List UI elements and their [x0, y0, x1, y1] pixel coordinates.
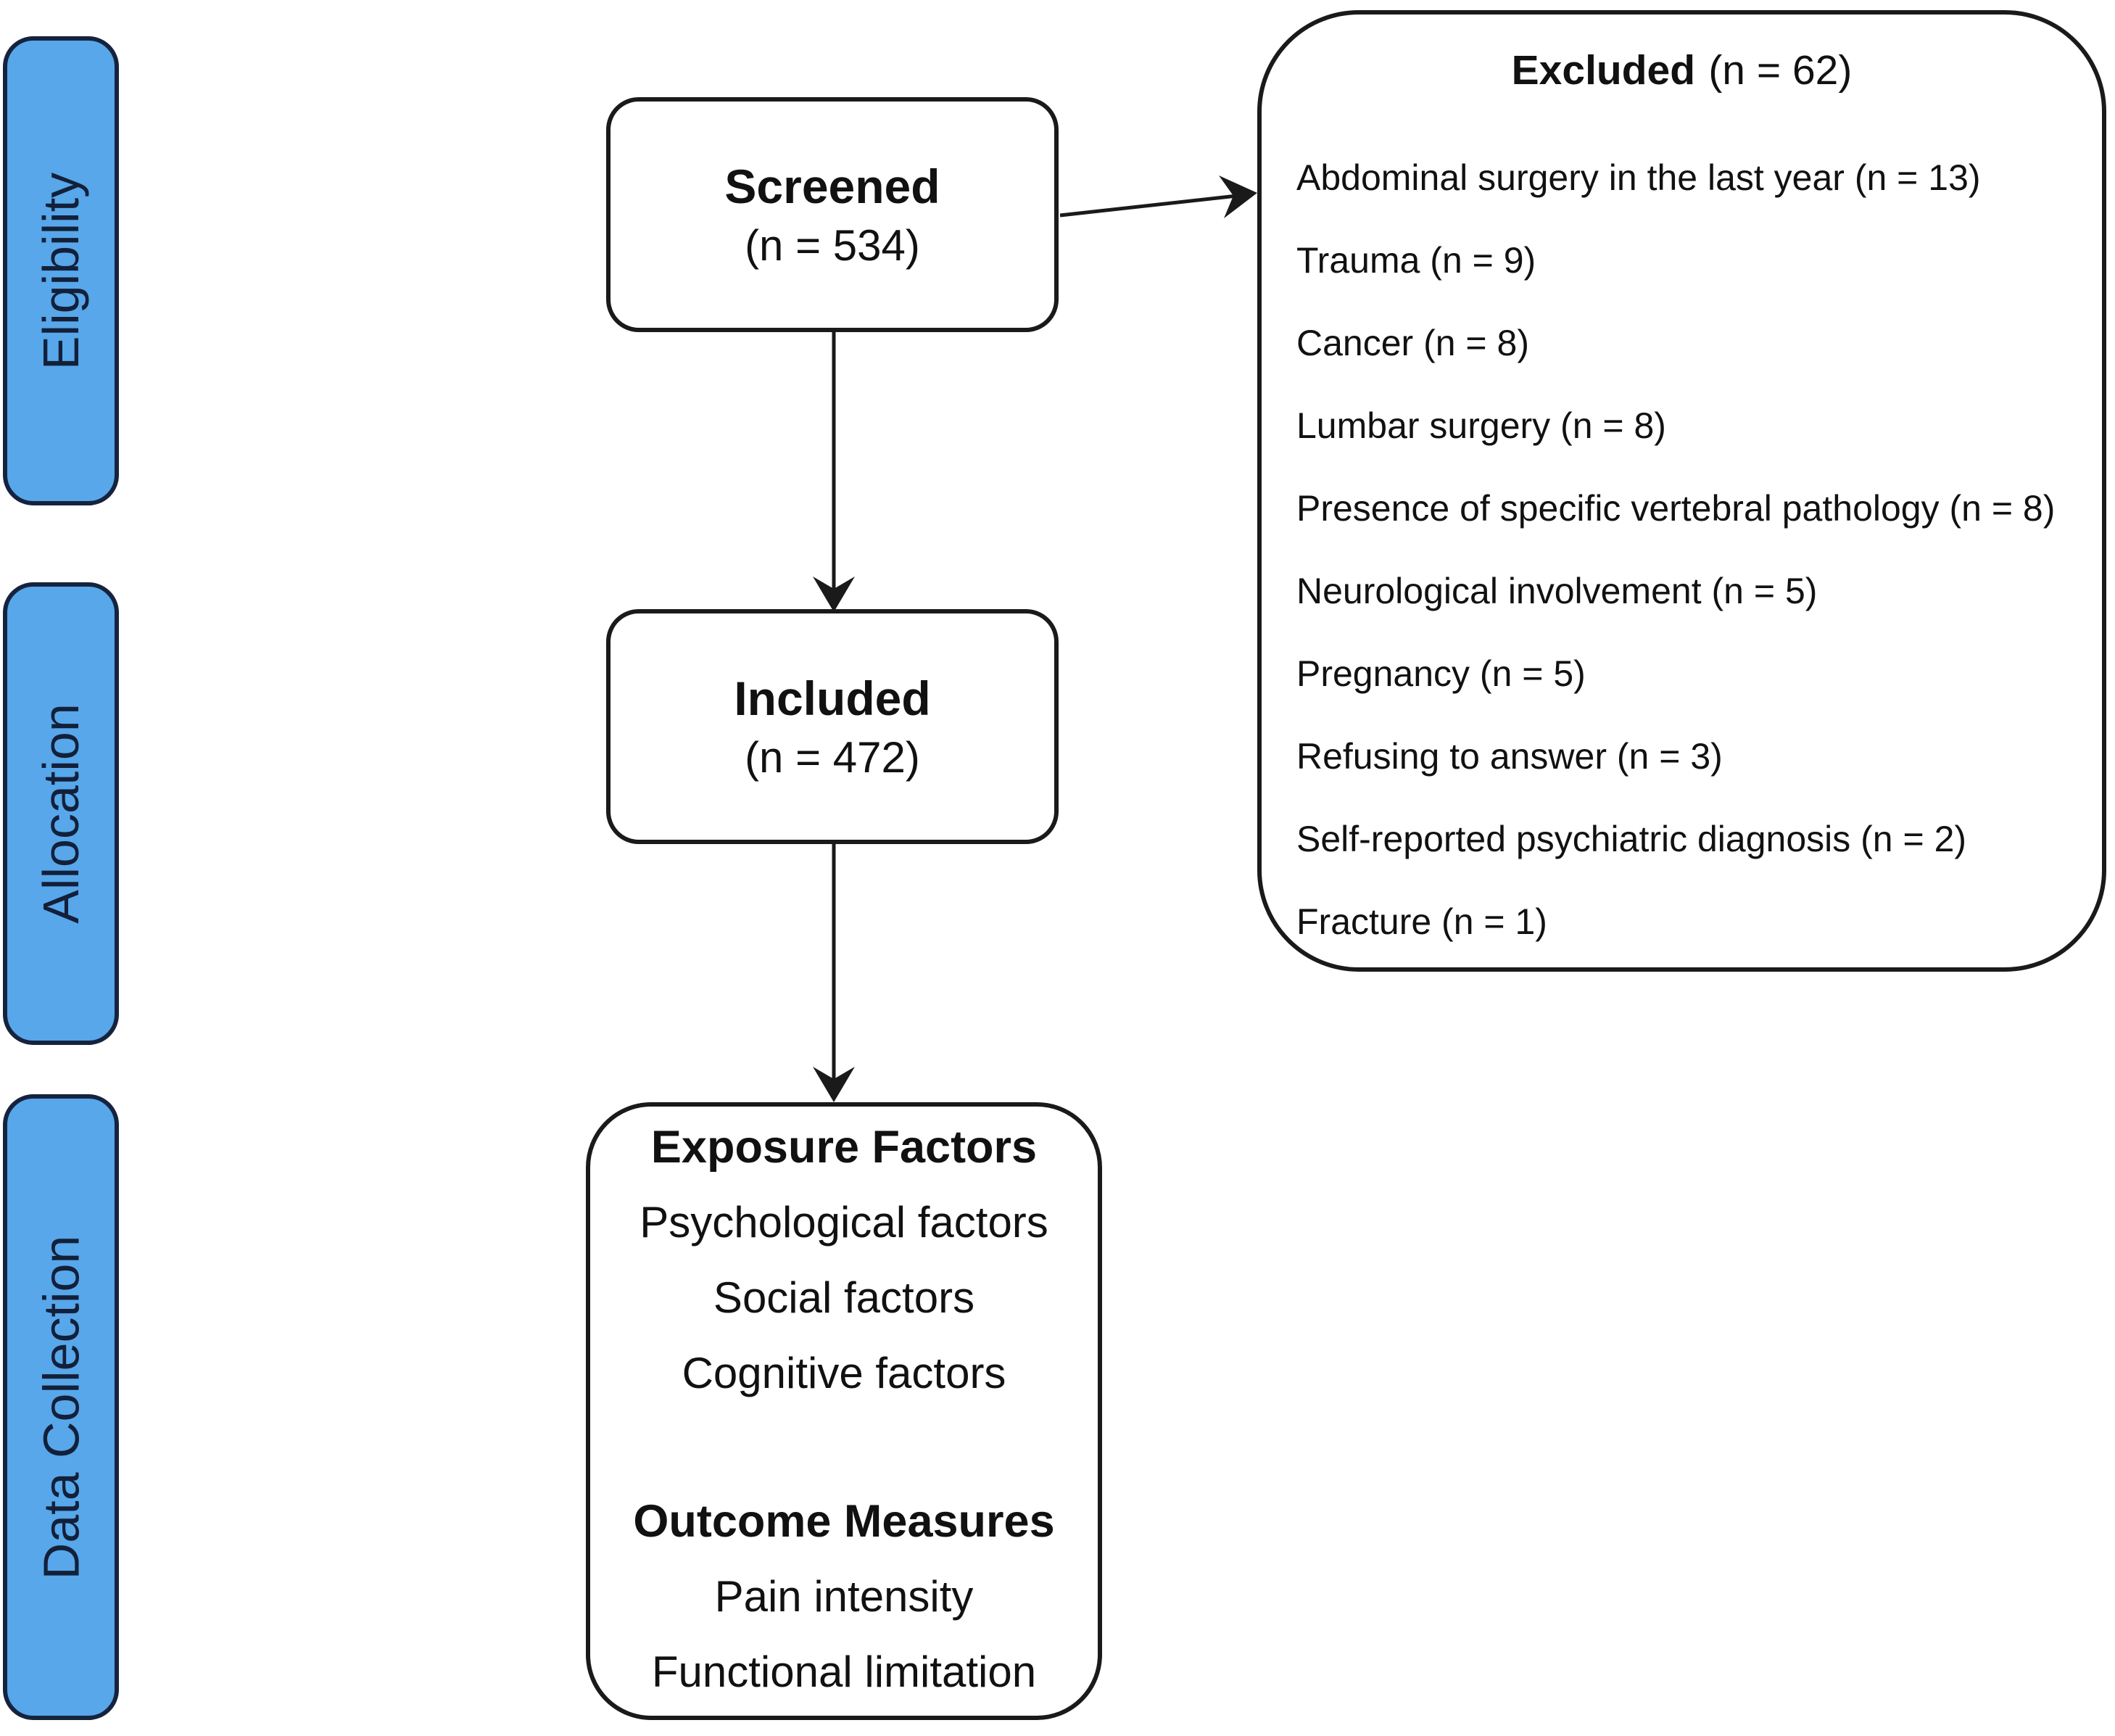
- excluded-title-text: Excluded: [1511, 47, 1696, 94]
- excluded-reason-list: Abdominal surgery in the last year (n = …: [1296, 136, 2090, 963]
- excluded-reason: Self-reported psychiatric diagnosis (n =…: [1296, 819, 1967, 859]
- stage-box-eligibility: Eligibility: [3, 36, 119, 505]
- stage-label-eligibility: Eligibility: [33, 172, 89, 370]
- excluded-reason: Presence of specific vertebral pathology…: [1296, 488, 2056, 529]
- exposure-item: Psychological factors: [640, 1198, 1048, 1247]
- screened-title: Screened: [724, 160, 940, 213]
- included-node: Included (n = 472): [606, 609, 1059, 844]
- excluded-reason: Abdominal surgery in the last year (n = …: [1296, 157, 1981, 198]
- exposure-item: Cognitive factors: [682, 1349, 1006, 1397]
- stage-label-data-collection: Data Collection: [33, 1235, 89, 1579]
- arrow-screened-to-included: [813, 330, 855, 612]
- excluded-node: Excluded (n = 62) Abdominal surgery in th…: [1257, 10, 2106, 972]
- excluded-count: (n = 62): [1708, 47, 1853, 94]
- excluded-reason: Trauma (n = 9): [1296, 240, 1536, 281]
- stage-label-allocation: Allocation: [33, 703, 90, 924]
- excluded-reason: Refusing to answer (n = 3): [1296, 736, 1723, 777]
- excluded-reason: Fracture (n = 1): [1296, 901, 1547, 942]
- excluded-reason: Lumbar surgery (n = 8): [1296, 405, 1666, 446]
- arrow-included-to-datacollection: [813, 844, 855, 1102]
- included-count: (n = 472): [745, 733, 920, 782]
- excluded-reason: Pregnancy (n = 5): [1296, 653, 1586, 694]
- outcome-item: Functional limitation: [651, 1648, 1037, 1696]
- stage-box-data-collection: Data Collection: [3, 1094, 119, 1720]
- exposure-item: Social factors: [713, 1273, 975, 1322]
- exposure-heading: Exposure Factors: [650, 1122, 1038, 1173]
- outcome-heading: Outcome Measures: [633, 1496, 1055, 1547]
- data-collection-node: Exposure Factors Psychological factors S…: [586, 1102, 1102, 1720]
- screened-node: Screened (n = 534): [606, 97, 1059, 332]
- excluded-reason: Cancer (n = 8): [1296, 323, 1529, 363]
- excluded-reason: Neurological involvement (n = 5): [1296, 571, 1818, 611]
- stage-box-allocation: Allocation: [3, 582, 119, 1045]
- excluded-title: Excluded (n = 62): [1262, 46, 2102, 94]
- included-title: Included: [734, 671, 931, 725]
- screened-count: (n = 534): [745, 221, 920, 270]
- arrow-screened-to-excluded: [1059, 175, 1257, 218]
- spacer: [590, 1411, 1098, 1484]
- outcome-item: Pain intensity: [714, 1572, 974, 1621]
